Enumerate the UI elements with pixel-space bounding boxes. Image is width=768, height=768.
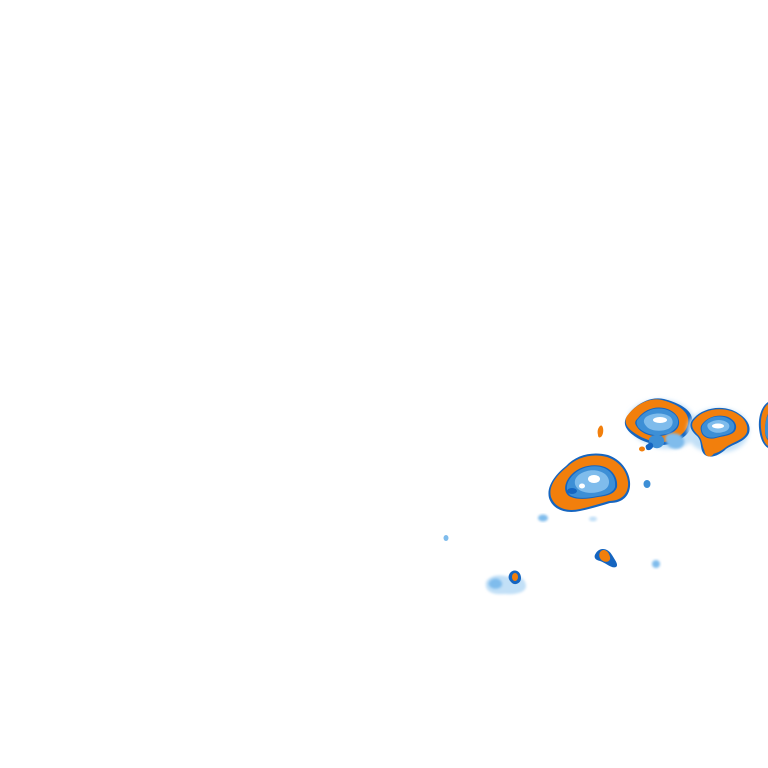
echo-faint [538,514,548,522]
storm-cell-core-ring [760,404,768,446]
echo-faint [652,560,660,568]
echo-patch [665,433,685,449]
echo-fleck [639,446,645,452]
storm-cell-highlight [588,475,600,483]
storm-cell [687,407,750,457]
storm-cell-edge [758,402,768,448]
storm-cell-core-ring [692,409,748,455]
echo-faint [589,516,597,522]
echo-dot [643,480,651,488]
storm-cell-core-ring [625,399,689,443]
storm-cell-highlight [579,483,585,489]
storm-cell [624,398,698,452]
echo-sliver [597,425,604,438]
storm-cell-highlight [712,423,724,429]
echo-dot [443,535,449,541]
storm-cell-tail [704,445,715,457]
storm-cell-core [599,549,611,562]
storm-cell-core [512,573,518,581]
storm-cell-highlight [653,417,667,423]
storm-cell-inner-echo [765,415,768,439]
storm-cell-core-ring [550,455,629,510]
echo-patch [488,578,503,589]
storm-cell-small [594,549,618,568]
storm-cell-small [485,570,526,595]
storm-cell [548,453,631,512]
storm-cell-dark-spot [567,488,577,494]
echo-patch [645,442,654,451]
